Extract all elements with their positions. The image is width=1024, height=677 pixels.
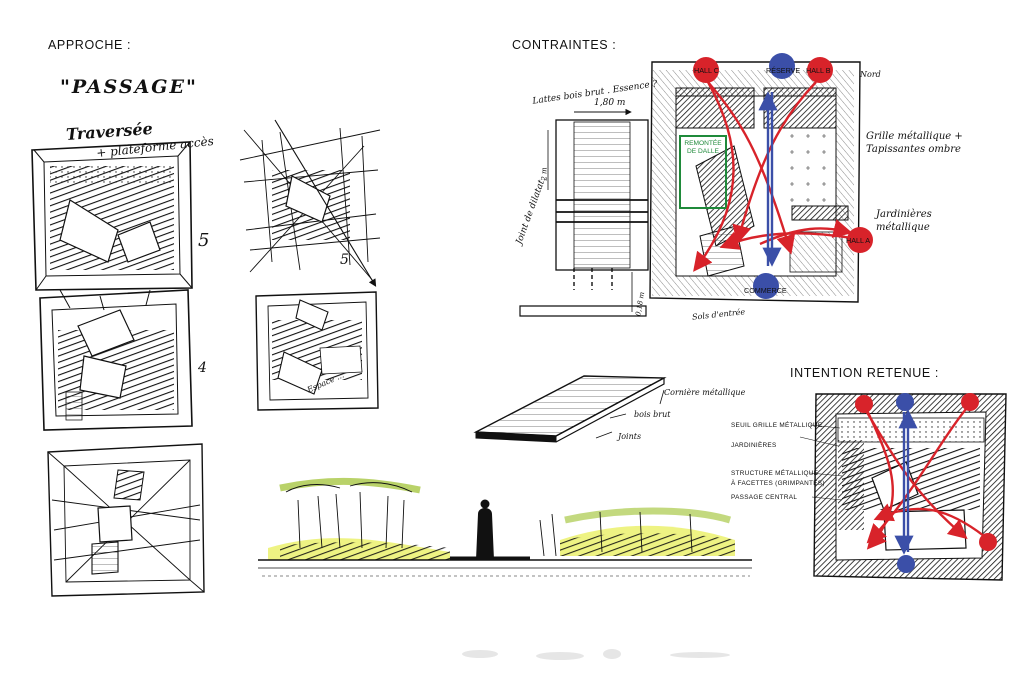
approche-sketch-5 (47, 443, 205, 597)
approche-sketch-1 (31, 141, 193, 291)
note-grille: Grille métallique + Tapissantes ombre (866, 131, 963, 155)
sketch-number-2: 5 (340, 252, 349, 268)
sketch-number-1: 5 (198, 230, 210, 251)
corner-note-nord: Nord (860, 70, 881, 79)
legend-structure: STRUCTURE MÉTALLIQUE (731, 470, 819, 477)
circle-label-reserve: RÉSERVE (766, 66, 801, 75)
green-label-remontee: REMONTÉE DE DALLE (684, 140, 722, 155)
legend-seuil: SEUIL GRILLE MÉTALLIQUE (731, 422, 823, 429)
circle-label-hall-a: HALL A (846, 236, 871, 245)
intention-plan (799, 393, 1007, 581)
circle-label-commerce: COMMERCE (744, 286, 787, 295)
approche-sketch-3 (39, 289, 193, 431)
platform-sketch (473, 375, 667, 443)
legend-jardinieres: JARDINIÈRES (731, 442, 777, 449)
heading-intention: INTENTION RETENUE : (790, 366, 939, 380)
heading-contraintes: CONTRAINTES : (512, 38, 617, 52)
contraintes-slat-elevation (519, 108, 649, 317)
legend-facettes: À FACETTES (GRIMPANTES) (731, 480, 825, 487)
legend-passage: PASSAGE CENTRAL (731, 494, 798, 501)
label-bois-brut: bois brut (634, 410, 671, 419)
circle-label-hall-c: HALL C (694, 66, 719, 75)
approche-sketch-2 (239, 119, 381, 287)
approche-section-sketch (258, 477, 752, 577)
circle-label-hall-b: HALL B (806, 66, 831, 75)
sketch-number-3: 4 (198, 360, 207, 376)
dimension-width: 1,80 m (594, 98, 626, 108)
bottom-smudges (462, 649, 730, 660)
passage-title: "PASSAGE" (60, 76, 198, 98)
note-jardinieres: Jardinières métallique (876, 209, 932, 233)
label-joints: Joints (618, 432, 642, 441)
contraintes-plan (649, 53, 873, 303)
approche-sketch-4 (255, 291, 379, 411)
label-corniere: Cornière métallique (664, 388, 746, 397)
heading-approche: APPROCHE : (48, 38, 132, 52)
